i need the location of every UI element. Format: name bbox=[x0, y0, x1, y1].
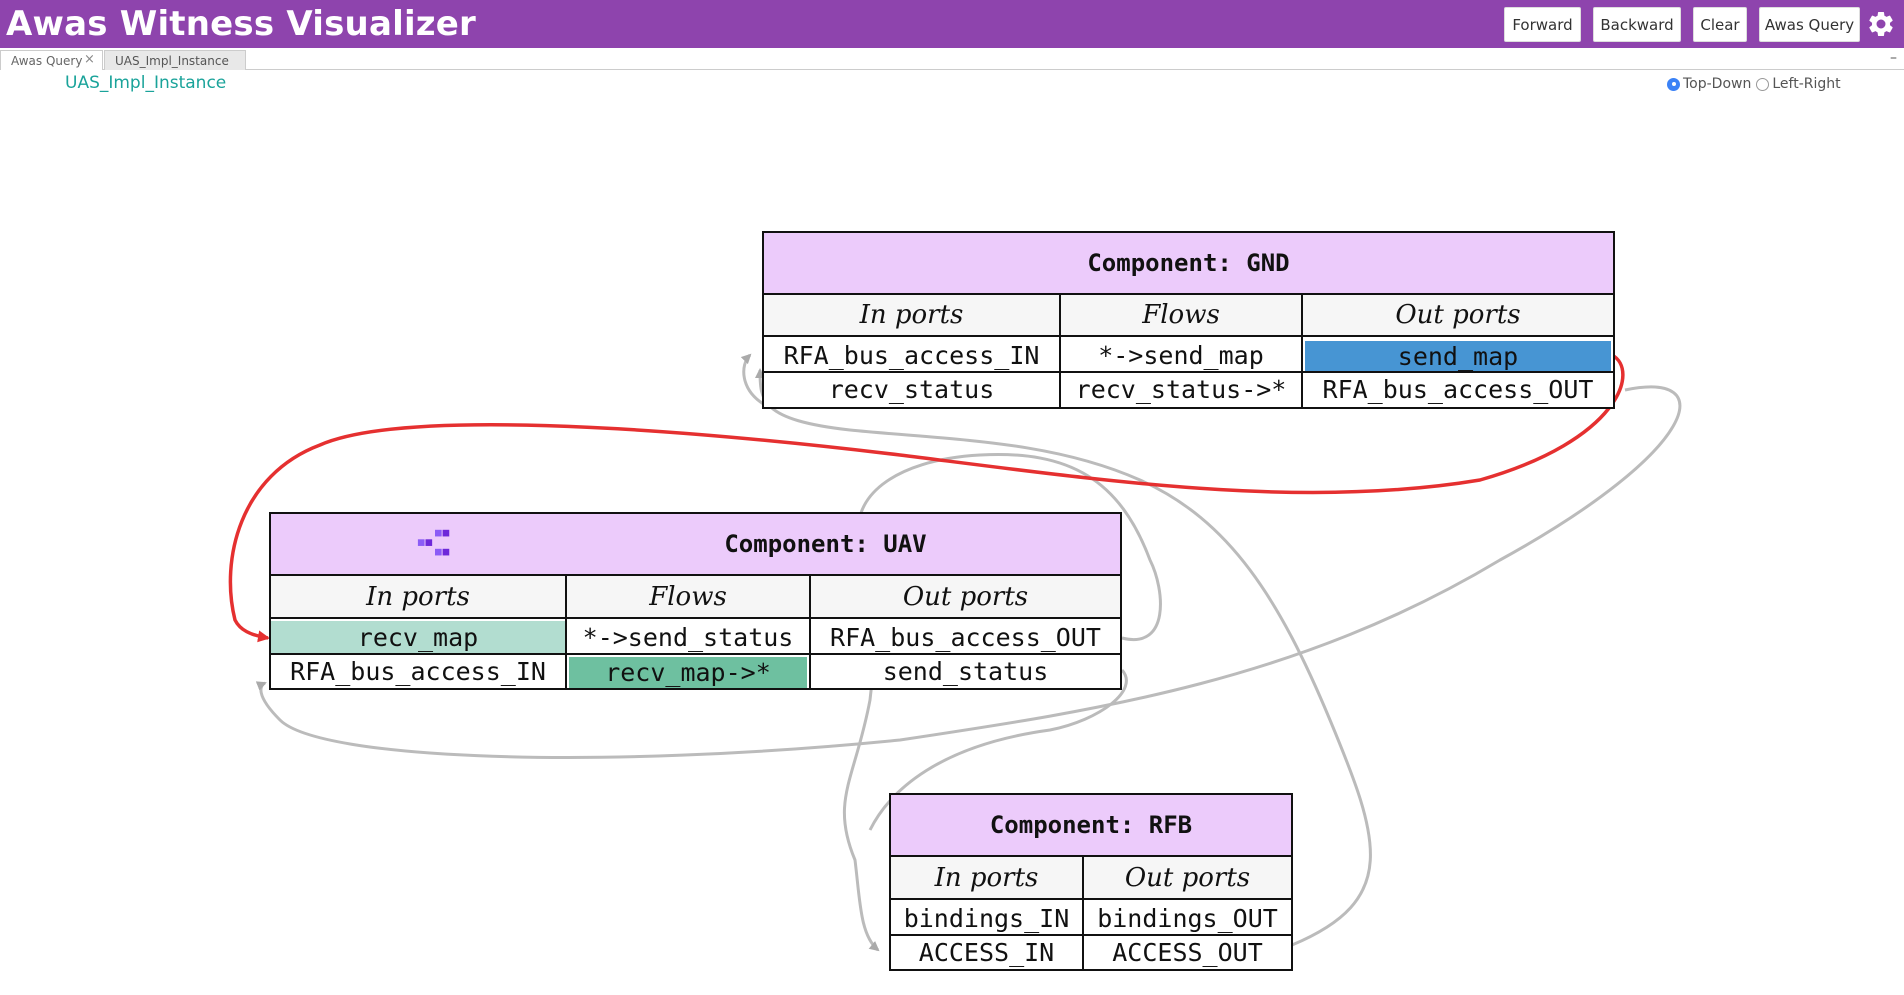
app-title: Awas Witness Visualizer bbox=[6, 4, 477, 44]
column-in-ports: In ports bbox=[271, 576, 565, 619]
column-flows: Flows bbox=[1061, 295, 1301, 337]
out-port[interactable]: ACCESS_OUT bbox=[1112, 937, 1263, 967]
forward-button[interactable]: Forward bbox=[1504, 7, 1581, 42]
awas-query-button[interactable]: Awas Query bbox=[1759, 7, 1860, 42]
in-port[interactable]: RFA_bus_access_IN bbox=[783, 340, 1040, 370]
in-port[interactable]: ACCESS_IN bbox=[918, 937, 1055, 967]
component-title-text: Component: UAV bbox=[724, 530, 927, 558]
flow[interactable]: *->send_status bbox=[582, 622, 794, 652]
in-port[interactable]: bindings_IN bbox=[903, 903, 1070, 933]
backward-button[interactable]: Backward bbox=[1593, 7, 1681, 42]
edge-gnd-loop-left bbox=[740, 353, 766, 407]
close-icon[interactable]: × bbox=[84, 52, 95, 67]
view-title: UAS_Impl_Instance bbox=[65, 73, 227, 93]
edge-rfb-out-to-gnd-in bbox=[755, 368, 1372, 947]
minimize-button[interactable]: – bbox=[1890, 50, 1897, 66]
flow-highlighted[interactable]: recv_map->* bbox=[569, 657, 807, 688]
out-port[interactable]: bindings_OUT bbox=[1097, 903, 1278, 933]
tab-awas-query[interactable]: Awas Query × bbox=[0, 50, 103, 70]
column-in-ports: In ports bbox=[764, 295, 1059, 337]
edge-witness-send-map-to-recv-map bbox=[228, 353, 1625, 643]
component-gnd[interactable]: Component: GND In ports Flows Out ports … bbox=[762, 231, 1615, 409]
in-port[interactable]: RFA_bus_access_IN bbox=[290, 656, 546, 686]
column-out-ports: Out ports bbox=[1303, 295, 1613, 337]
tab-label: UAS_Impl_Instance bbox=[115, 53, 229, 68]
flow[interactable]: *->send_map bbox=[1098, 340, 1264, 370]
out-port[interactable]: RFA_bus_access_OUT bbox=[1322, 374, 1594, 404]
hierarchy-icon[interactable] bbox=[416, 526, 454, 564]
column-flows: Flows bbox=[567, 576, 809, 619]
flow[interactable]: recv_status->* bbox=[1075, 374, 1287, 404]
component-uav[interactable]: Component: UAV In ports Flows Out ports … bbox=[269, 512, 1122, 690]
in-port[interactable]: recv_status bbox=[828, 374, 995, 404]
component-title: Component: GND bbox=[764, 233, 1613, 295]
edge-gnd-out-to-uav-in bbox=[255, 385, 1682, 759]
column-in-ports: In ports bbox=[891, 857, 1082, 900]
radio-label-left-right: Left-Right bbox=[1772, 76, 1841, 92]
tab-label: Awas Query bbox=[11, 53, 83, 68]
radio-label-top-down: Top-Down bbox=[1683, 76, 1752, 92]
column-out-ports: Out ports bbox=[811, 576, 1120, 619]
app-header: Awas Witness Visualizer Forward Backward… bbox=[0, 0, 1904, 48]
component-title: Component: UAV bbox=[271, 514, 1120, 576]
radio-top-down[interactable] bbox=[1667, 77, 1680, 91]
tab-bar: Awas Query × UAS_Impl_Instance bbox=[0, 48, 1904, 70]
column-out-ports: Out ports bbox=[1084, 857, 1291, 900]
component-rfb[interactable]: Component: RFB In ports Out ports bindin… bbox=[889, 793, 1293, 971]
clear-button[interactable]: Clear bbox=[1693, 7, 1747, 42]
out-port[interactable]: RFA_bus_access_OUT bbox=[830, 622, 1101, 652]
out-port-highlighted[interactable]: send_map bbox=[1305, 341, 1611, 371]
tab-uas-impl-instance[interactable]: UAS_Impl_Instance bbox=[104, 50, 246, 70]
in-port-highlighted[interactable]: recv_map bbox=[271, 621, 565, 653]
layout-options: Top-Down Left-Right bbox=[1667, 76, 1846, 92]
out-port[interactable]: send_status bbox=[882, 656, 1049, 686]
radio-left-right[interactable] bbox=[1756, 77, 1770, 91]
component-title: Component: RFB bbox=[891, 795, 1291, 857]
gear-icon[interactable] bbox=[1866, 9, 1896, 39]
